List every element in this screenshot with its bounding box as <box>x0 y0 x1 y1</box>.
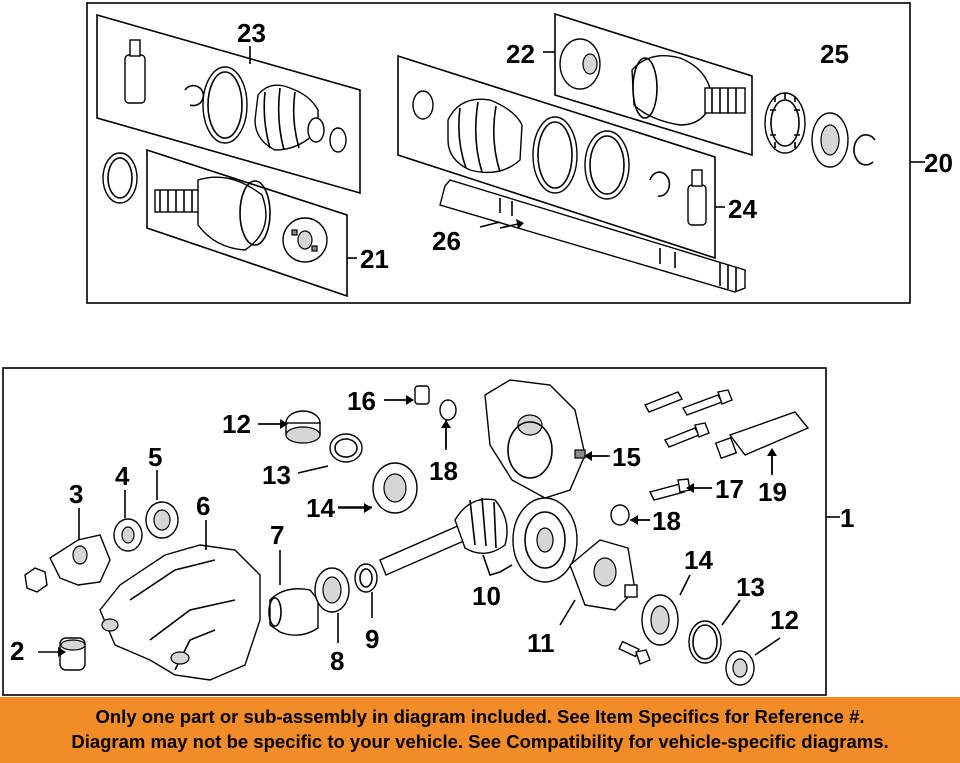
sealant-tube-19 <box>714 411 810 475</box>
callout-3: 3 <box>69 479 83 509</box>
callout-18-top: 18 <box>429 456 458 486</box>
carrier-6 <box>99 520 261 681</box>
callout-23: 23 <box>237 18 266 48</box>
leader-arrows <box>38 219 777 657</box>
callout-14-right: 14 <box>684 545 713 575</box>
callout-18-right: 18 <box>652 506 681 536</box>
group-24-outline <box>397 54 716 260</box>
callout-1: 1 <box>840 503 854 533</box>
callout-12-right: 12 <box>770 605 799 635</box>
band-24-large-b <box>584 130 630 200</box>
callout-14-top: 14 <box>306 493 335 523</box>
spacer-9 <box>354 563 378 618</box>
group-23-outline <box>96 13 361 195</box>
callout-22: 22 <box>506 39 535 69</box>
callout-25: 25 <box>820 39 849 69</box>
diff-case-11 <box>559 539 638 626</box>
bearing-14-top <box>372 462 418 514</box>
companion-nut <box>24 567 48 593</box>
bolt-bottom <box>618 640 651 665</box>
callout-7: 7 <box>270 520 284 550</box>
washer-18-right <box>610 504 650 526</box>
callout-24: 24 <box>728 194 757 224</box>
cv-boot-24 <box>447 98 523 174</box>
callout-8: 8 <box>330 646 344 676</box>
callout-labels: 23 22 25 20 24 26 21 16 12 18 15 13 17 1… <box>10 18 953 676</box>
axle-shaft-26 <box>439 179 746 293</box>
callout-9: 9 <box>365 624 379 654</box>
seal-12-top <box>285 410 321 444</box>
ring-gear-10 <box>512 497 578 583</box>
disclaimer-banner: Only one part or sub-assembly in diagram… <box>0 697 960 763</box>
snap-ring-left <box>184 84 205 107</box>
callout-20: 20 <box>924 148 953 178</box>
callout-4: 4 <box>115 461 130 491</box>
callout-6: 6 <box>196 491 210 521</box>
callout-16: 16 <box>347 386 376 416</box>
group-21-outline <box>146 148 348 298</box>
inner-cv-joint <box>631 55 746 126</box>
inner-race-21 <box>282 217 328 263</box>
callout-2: 2 <box>10 636 24 666</box>
bolts-top-right <box>643 389 733 501</box>
small-band-left <box>329 127 347 153</box>
bearing-8 <box>314 567 350 643</box>
disclaimer-line-2: Diagram may not be specific to your vehi… <box>71 731 889 752</box>
differential-assembly-panel <box>2 367 840 696</box>
callout-17: 17 <box>715 474 744 504</box>
boot-band-left <box>202 66 248 144</box>
grease-tube-24 <box>687 169 707 226</box>
callout-13-top: 13 <box>262 460 291 490</box>
bearing-14-right <box>641 574 691 646</box>
snap-ring-24 <box>649 171 671 197</box>
callout-10: 10 <box>472 581 501 611</box>
outer-cv-joint <box>154 176 271 251</box>
bushing-2 <box>59 637 86 671</box>
seal-12-right <box>725 637 781 686</box>
callout-12-top: 12 <box>222 409 251 439</box>
shim-13-right <box>688 599 741 664</box>
cv-boot-left <box>254 84 325 151</box>
grease-tube-left <box>124 39 146 104</box>
parts-diagram: 23 22 25 20 24 26 21 16 12 18 15 13 17 1… <box>2 2 953 696</box>
callout-26: 26 <box>432 226 461 256</box>
cover-7 <box>268 550 319 636</box>
pinion-gear-10 <box>379 497 508 576</box>
band-24-large-a <box>532 116 578 194</box>
callout-11: 11 <box>527 628 555 658</box>
callout-13-right: 13 <box>736 572 765 602</box>
companion-flange-3 <box>49 508 111 586</box>
callout-19: 19 <box>758 477 787 507</box>
band-24-small <box>412 90 434 120</box>
housing-cover-15 <box>484 379 610 499</box>
tone-ring-25 <box>764 92 806 154</box>
callout-21: 21 <box>360 244 389 274</box>
axle-shaft-assembly-panel <box>86 2 925 304</box>
shim-13-top <box>329 433 363 463</box>
callout-5: 5 <box>148 442 162 472</box>
seal-4 <box>113 490 143 552</box>
snap-ring-25 <box>853 134 876 166</box>
callout-15: 15 <box>612 442 641 472</box>
disclaimer-line-1: Only one part or sub-assembly in diagram… <box>95 706 865 727</box>
group-22-outline <box>554 12 753 157</box>
bearing-5 <box>145 470 179 539</box>
inner-race-22 <box>559 38 601 90</box>
